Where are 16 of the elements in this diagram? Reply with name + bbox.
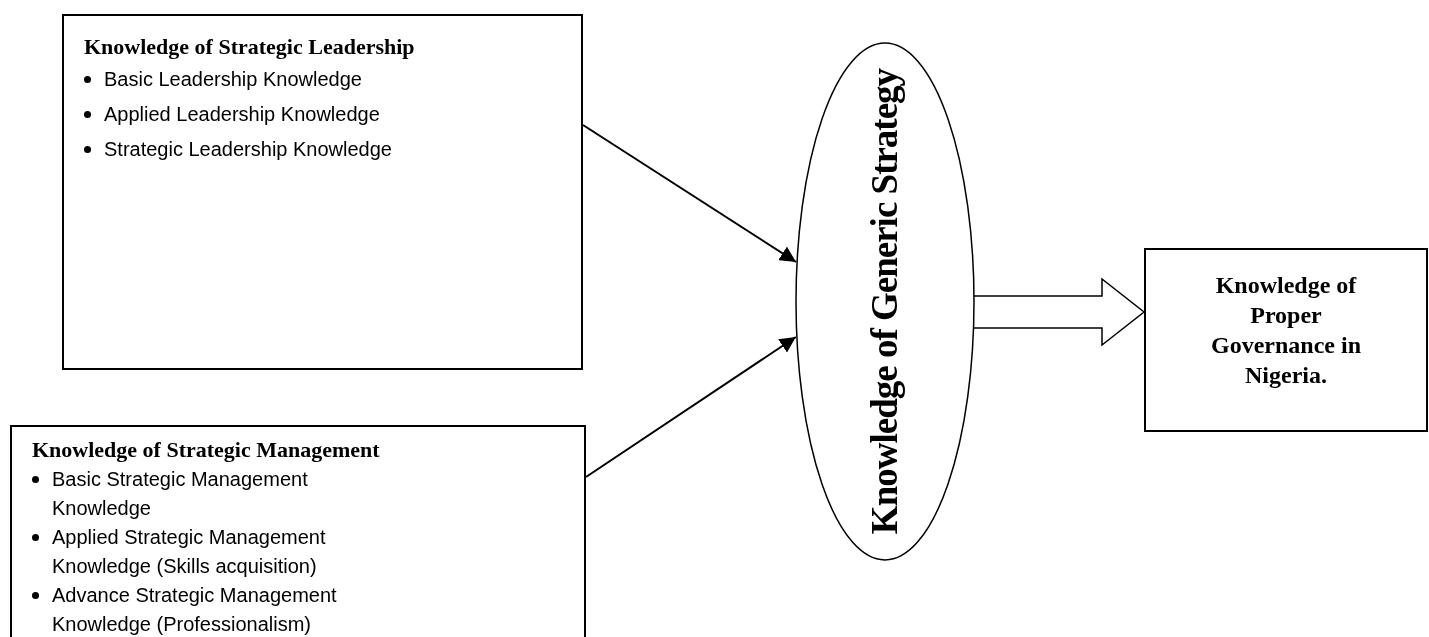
block-arrow <box>972 277 1146 347</box>
box-text: Knowledge of Proper Governance in Nigeria. <box>1210 271 1362 390</box>
bullet-item: Advance Strategic Management Knowledge (Professionalism) <box>52 583 338 637</box>
arrow <box>585 336 797 478</box>
box-heading: Knowledge of Strategic Management <box>32 436 380 464</box>
knowledge-box <box>62 14 583 370</box>
bullet-item: Basic Strategic Management Knowledge <box>52 467 309 521</box>
ellipse-label: Knowledge of Generic Strategy <box>866 68 904 535</box>
box-heading: Knowledge of Strategic Leadership <box>84 33 415 61</box>
outcome-box <box>1144 248 1428 432</box>
bullet-item: Strategic Leadership Knowledge <box>104 137 392 162</box>
bullet-item: Basic Leadership Knowledge <box>104 67 362 92</box>
bullet-item: Applied Leadership Knowledge <box>104 102 380 127</box>
knowledge-box <box>10 425 586 637</box>
bullet-item: Applied Strategic Management Knowledge (Skills acquisition) <box>52 525 327 579</box>
arrow <box>582 124 798 263</box>
